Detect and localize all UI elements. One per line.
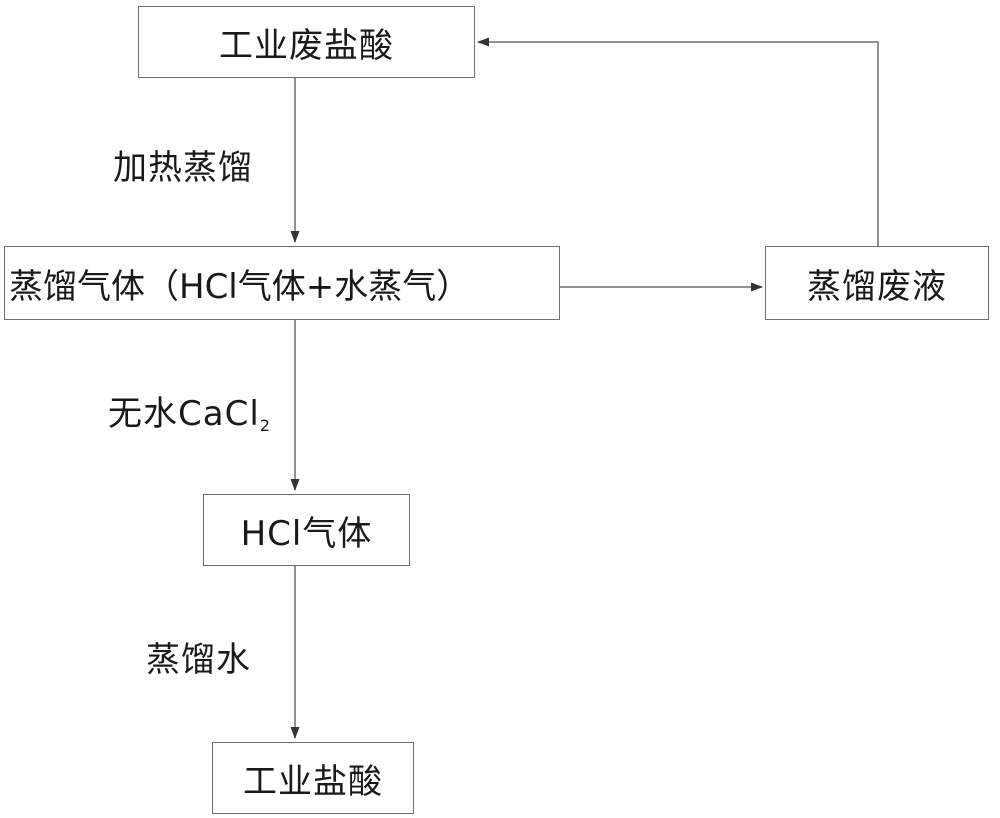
label-anhydrous-cacl2: 无水CaCl2 <box>108 386 271 435</box>
node-distill-gas: 蒸馏气体（HCl气体+水蒸气） <box>4 246 560 320</box>
label-anhydrous-cacl2-subscript: 2 <box>259 416 271 435</box>
arrow-recycle-to-waste-hcl <box>477 37 879 246</box>
node-industrial-hcl: 工业盐酸 <box>212 742 414 814</box>
node-hcl-gas: HCl气体 <box>203 494 410 566</box>
node-distill-waste: 蒸馏废液 <box>765 246 989 320</box>
label-distilled-water: 蒸馏水 <box>146 640 251 680</box>
label-heat-distill: 加热蒸馏 <box>113 148 253 188</box>
node-waste-hcl: 工业废盐酸 <box>138 6 475 78</box>
label-anhydrous-cacl2-main: 无水CaCl <box>108 394 260 434</box>
